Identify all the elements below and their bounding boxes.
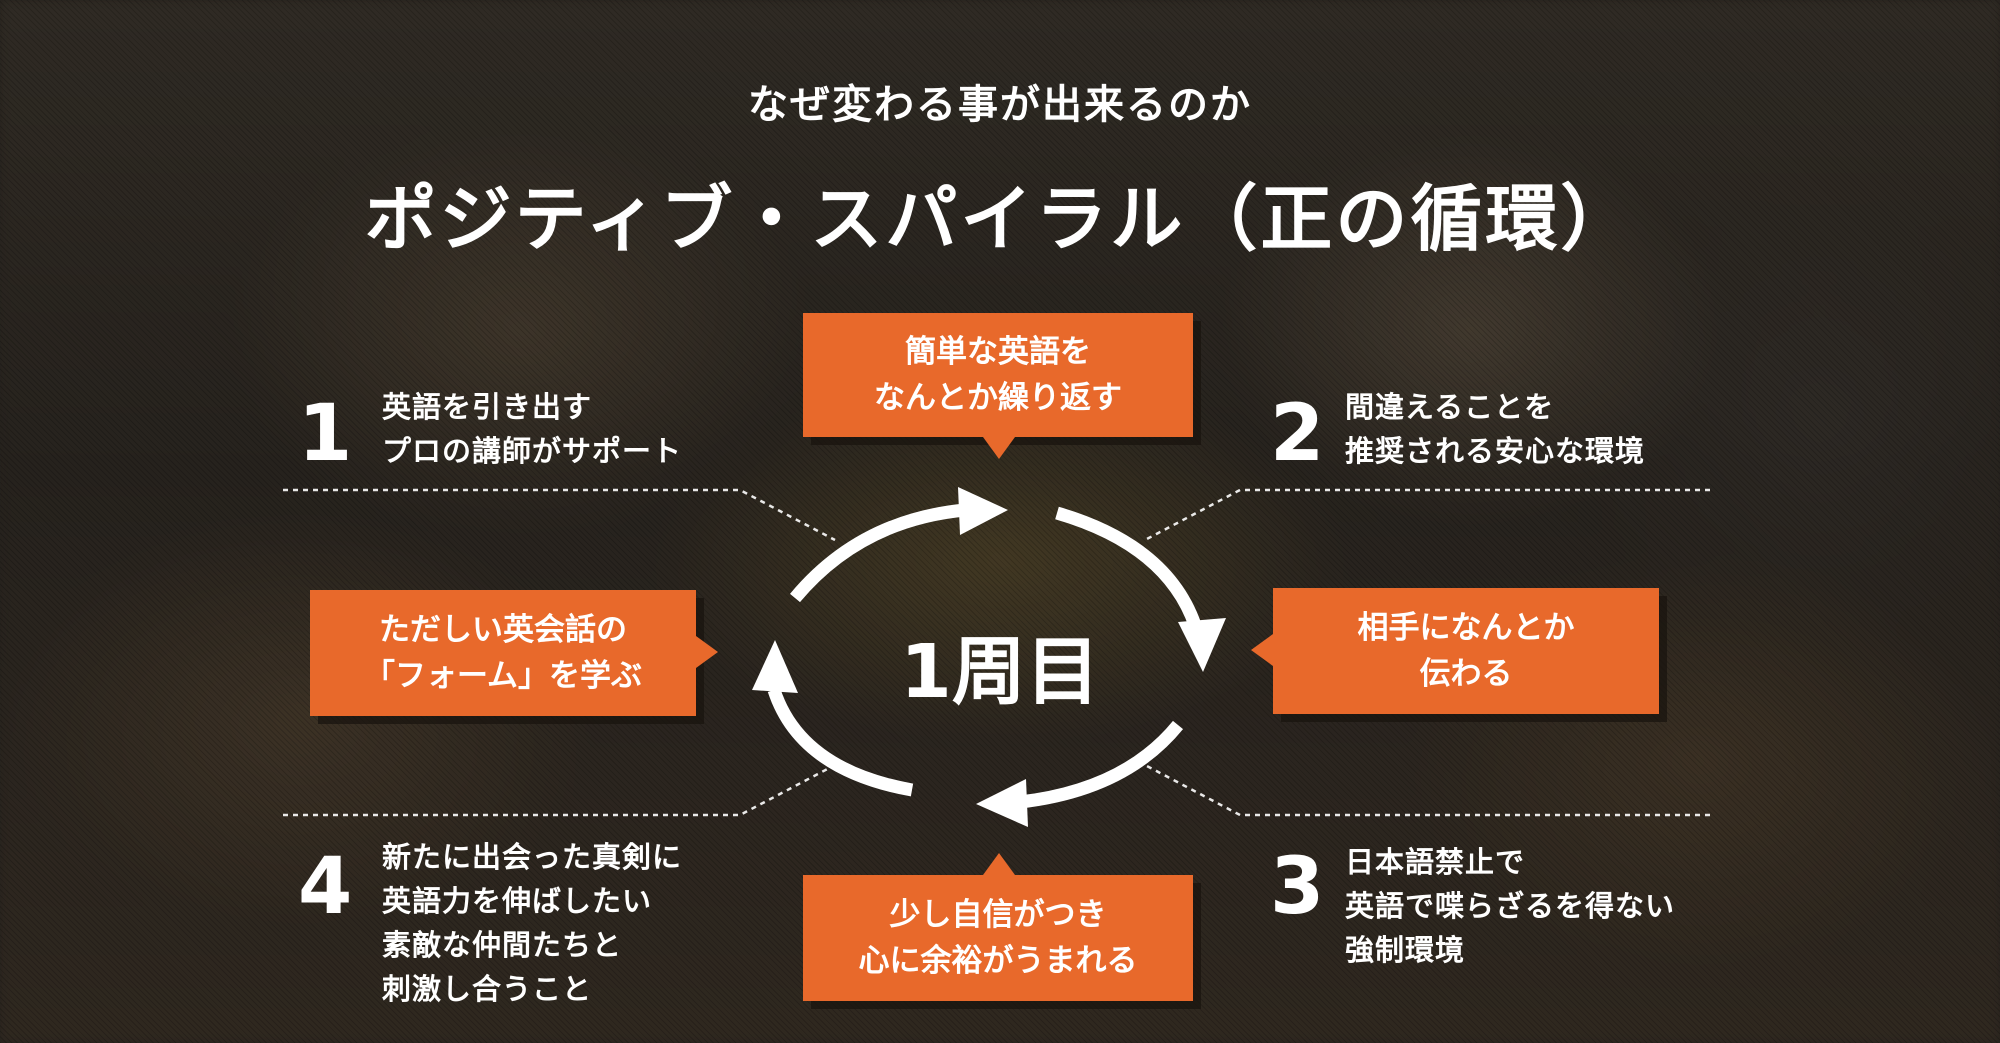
arrowhead-top — [958, 487, 1008, 535]
arrowhead-right — [1178, 618, 1226, 672]
step-1-line-1: 英語を引き出す — [382, 390, 593, 424]
box-top-pointer — [983, 437, 1015, 459]
step-3-text: 日本語禁止で 英語で喋らざるを得ない 強制環境 — [1345, 840, 1675, 972]
step-3-line-2: 英語で喋らざるを得ない — [1345, 889, 1676, 923]
step-2-line-2: 推奨される安心な環境 — [1345, 434, 1646, 468]
box-left: ただしい英会話の 「フォーム」を学ぶ — [310, 590, 718, 716]
step-4-number: 4 — [298, 842, 353, 932]
step-4-line-3: 素敵な仲間たちと — [382, 928, 623, 962]
arrow-bottom-right — [1019, 720, 1184, 809]
step-2-number: 2 — [1270, 389, 1325, 479]
box-top-line-2: なんとか繰り返す — [874, 380, 1122, 416]
step-4-text: 新たに出会った真剣に 英語力を伸ばしたい 素敵な仲間たちと 刺激し合うこと — [382, 835, 682, 1011]
step-1-number: 1 — [298, 389, 353, 479]
arrowhead-left — [752, 640, 798, 693]
arrowhead-bottom — [976, 779, 1028, 827]
dotted-line-1 — [283, 488, 836, 542]
step-4-line-2: 英語力を伸ばしたい — [382, 884, 653, 918]
box-right: 相手になんとか 伝わる — [1251, 588, 1659, 714]
diagram-title: ポジティブ・スパイラル（正の循環） — [364, 177, 1636, 261]
box-bottom-line-2: 心に余裕がうまれる — [858, 943, 1138, 979]
step-3-line-1: 日本語禁止で — [1345, 845, 1526, 879]
step-3-number: 3 — [1270, 842, 1325, 932]
arrow-top-right — [1055, 506, 1202, 628]
box-right-line-2: 伝わる — [1419, 656, 1513, 692]
box-left-line-1: ただしい英会話の — [379, 612, 627, 648]
step-4-line-4: 刺激し合うこと — [382, 972, 593, 1006]
dotted-line-3 — [1144, 763, 1710, 817]
box-right-pointer — [1251, 634, 1273, 666]
box-bottom-line-1: 少し自信がつき — [889, 897, 1107, 933]
step-2-text: 間違えることを 推奨される安心な環境 — [1345, 385, 1645, 473]
cycle-center-label: 1周目 — [900, 629, 1100, 715]
dotted-line-4 — [283, 763, 836, 817]
box-top-line-1: 簡単な英語を — [905, 334, 1091, 370]
cycle-arrows — [767, 503, 1202, 809]
box-left-pointer — [696, 636, 718, 668]
step-3-line-3: 強制環境 — [1345, 933, 1466, 967]
box-bottom: 少し自信がつき 心に余裕がうまれる — [803, 853, 1193, 1001]
dotted-line-2 — [1144, 488, 1710, 542]
step-1-line-2: プロの講師がサポート — [382, 434, 683, 468]
step-4-line-1: 新たに出会った真剣に — [382, 840, 683, 874]
arrow-top-left — [790, 503, 966, 603]
arrow-bottom-left — [767, 687, 914, 797]
step-2-line-1: 間違えることを — [1345, 390, 1555, 424]
box-left-line-2: 「フォーム」を学ぶ — [363, 658, 643, 694]
step-1-text: 英語を引き出す プロの講師がサポート — [382, 385, 682, 473]
box-bottom-pointer — [983, 853, 1015, 875]
box-top: 簡単な英語を なんとか繰り返す — [803, 313, 1193, 459]
arrow-heads — [752, 487, 1226, 827]
box-right-line-1: 相手になんとか — [1357, 610, 1575, 646]
diagram-subtitle: なぜ変わる事が出来るのか — [748, 82, 1252, 128]
